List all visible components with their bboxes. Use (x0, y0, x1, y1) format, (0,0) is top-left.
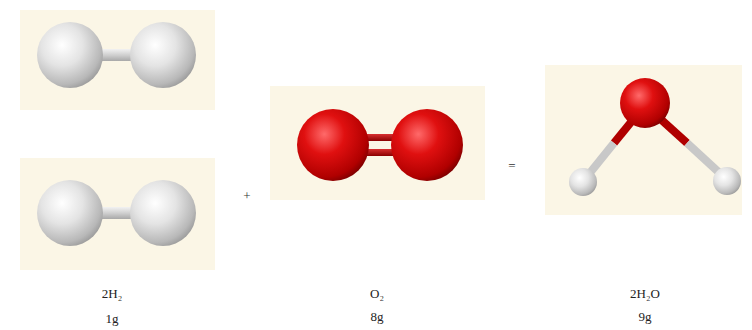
formula-label: 2H₂O (630, 287, 660, 300)
panel (545, 65, 742, 215)
hydrogen-molecule (37, 22, 196, 88)
mass-label: 9g (639, 310, 652, 323)
plus-sign: + (243, 189, 250, 202)
water-molecule (569, 78, 741, 196)
formula-label: O₂ (370, 287, 384, 300)
panel (270, 86, 485, 200)
panel (20, 158, 215, 270)
formula-label: 2H₂ (102, 287, 122, 300)
mass-label: 8g (371, 310, 384, 323)
equals-sign: = (508, 159, 515, 172)
mass-label: 1g (106, 312, 119, 325)
panel (20, 10, 215, 110)
hydrogen-molecule (37, 180, 196, 246)
oxygen-molecule (297, 109, 463, 181)
